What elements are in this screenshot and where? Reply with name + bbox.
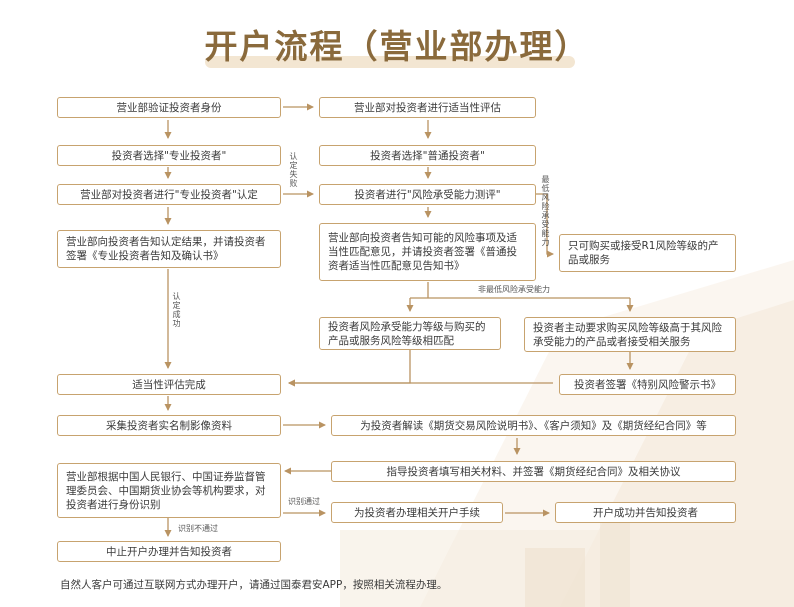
step-text: 开户成功并告知投资者 — [593, 506, 698, 519]
step-text: 投资者主动要求购买风险等级高于其风险承受能力的产品或者接受相关服务 — [533, 321, 722, 348]
step-text: 采集投资者实名制影像资料 — [106, 419, 232, 432]
step-risk-matched: 投资者风险承受能力等级与购买的产品或服务风险等级相匹配 — [319, 317, 501, 350]
step-text: 投资者选择"专业投资者" — [111, 149, 227, 162]
step-professional-certification: 营业部对投资者进行"专业投资者"认定 — [57, 184, 281, 205]
step-text: 营业部对投资者进行适当性评估 — [354, 101, 501, 114]
label-identity-passed: 识别通过 — [288, 497, 320, 506]
step-notify-risk-matching: 营业部向投资者告知可能的风险事项及适当性匹配意见，并请投资者签署《普通投资者适当… — [319, 223, 536, 281]
label-identity-failed: 识别不通过 — [178, 524, 218, 533]
step-text: 营业部验证投资者身份 — [116, 101, 222, 114]
step-verify-identity: 营业部验证投资者身份 — [57, 97, 281, 118]
step-text: 投资者签署《特别风险警示书》 — [574, 378, 721, 391]
step-sign-risk-warning: 投资者签署《特别风险警示书》 — [559, 374, 736, 395]
label-non-lowest-risk-capacity: 非最低风险承受能力 — [478, 285, 550, 294]
step-text: 只可购买或接受R1风险等级的产品或服务 — [568, 240, 719, 266]
step-assessment-complete: 适当性评估完成 — [57, 374, 281, 395]
label-certification-success: 认定成功 — [172, 292, 181, 328]
step-suspend-account: 中止开户办理并告知投资者 — [57, 541, 281, 562]
label-certification-failed: 认定失败 — [289, 152, 298, 188]
step-text: 为投资者办理相关开户手续 — [354, 506, 480, 519]
step-account-success: 开户成功并告知投资者 — [555, 502, 736, 523]
step-suitability-assessment: 营业部对投资者进行适当性评估 — [319, 97, 536, 118]
step-text: 适当性评估完成 — [132, 378, 206, 391]
step-fill-materials: 指导投资者填写相关材料、并签署《期货经纪合同》及相关协议 — [331, 461, 736, 482]
step-text: 指导投资者填写相关材料、并签署《期货经纪合同》及相关协议 — [386, 465, 681, 478]
footnote: 自然人客户可通过互联网方式办理开户，请通过国泰君安APP，按照相关流程办理。 — [60, 579, 448, 591]
step-text: 投资者进行"风险承受能力测评" — [354, 188, 501, 201]
step-text: 投资者风险承受能力等级与购买的产品或服务风险等级相匹配 — [328, 320, 486, 347]
step-choose-professional: 投资者选择"专业投资者" — [57, 145, 281, 166]
step-account-procedures: 为投资者办理相关开户手续 — [331, 502, 503, 523]
step-identity-recognition: 营业部根据中国人民银行、中国证券监督管理委员会、中国期货业协会等机构要求，对投资… — [57, 463, 281, 518]
step-risk-assessment: 投资者进行"风险承受能力测评" — [319, 184, 536, 205]
step-text: 为投资者解读《期货交易风险说明书》、《客户须知》及《期货经纪合同》等 — [360, 419, 707, 432]
label-lowest-risk-capacity: 最低风险承受能力 — [541, 175, 550, 247]
step-choose-ordinary: 投资者选择"普通投资者" — [319, 145, 536, 166]
step-request-higher-risk: 投资者主动要求购买风险等级高于其风险承受能力的产品或者接受相关服务 — [524, 317, 736, 352]
step-collect-id-images: 采集投资者实名制影像资料 — [57, 415, 281, 436]
step-text: 投资者选择"普通投资者" — [370, 149, 485, 162]
title-underline — [205, 56, 575, 68]
step-text: 营业部根据中国人民银行、中国证券监督管理委员会、中国期货业协会等机构要求，对投资… — [66, 470, 266, 511]
step-text: 中止开户办理并告知投资者 — [106, 545, 232, 558]
step-text: 营业部对投资者进行"专业投资者"认定 — [80, 188, 258, 201]
page-title: 开户流程（营业部办理） — [204, 27, 590, 66]
step-explain-documents: 为投资者解读《期货交易风险说明书》、《客户须知》及《期货经纪合同》等 — [331, 415, 736, 436]
step-text: 营业部向投资者告知认定结果，并请投资者签署《专业投资者告知及确认书》 — [66, 236, 266, 262]
step-notify-certification: 营业部向投资者告知认定结果，并请投资者签署《专业投资者告知及确认书》 — [57, 230, 281, 268]
step-text: 营业部向投资者告知可能的风险事项及适当性匹配意见，并请投资者签署《普通投资者适当… — [328, 232, 517, 272]
step-r1-only: 只可购买或接受R1风险等级的产品或服务 — [559, 234, 736, 272]
